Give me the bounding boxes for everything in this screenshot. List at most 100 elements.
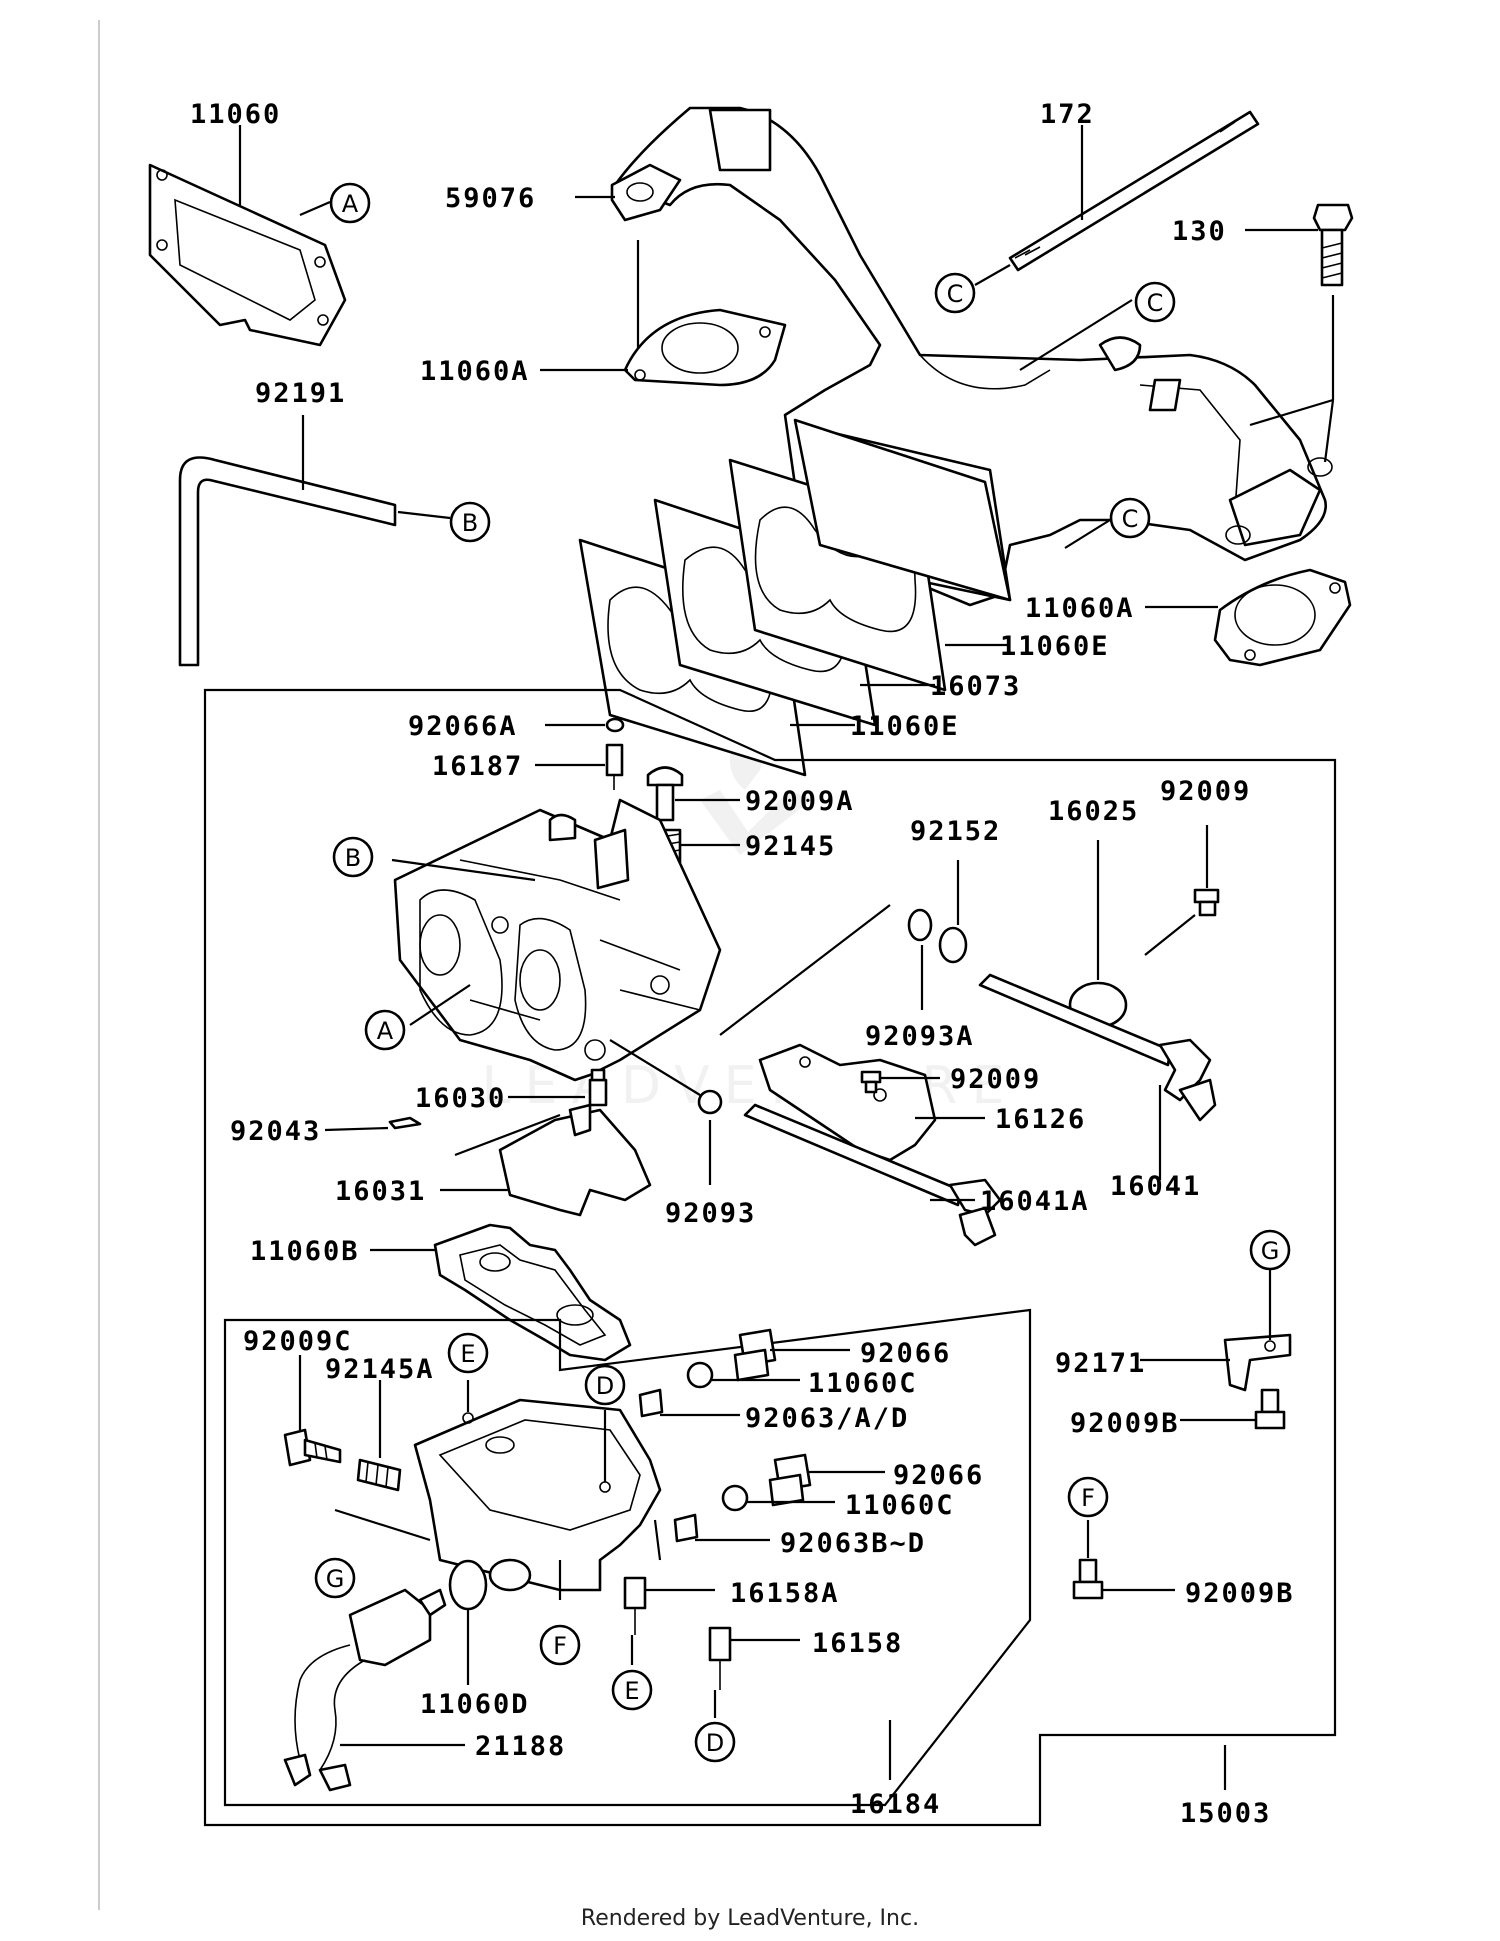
part-label: 11060E	[1000, 631, 1110, 662]
ref-circle-D-jet: D	[694, 1721, 736, 1763]
stud-172	[1008, 110, 1260, 272]
part-label: 21188	[475, 1731, 566, 1762]
part-label: 92145	[745, 831, 836, 862]
part-label: 11060E	[850, 711, 960, 742]
jet-16158	[708, 1626, 732, 1690]
svg-text:E: E	[460, 1340, 475, 1368]
leader-ref-C-3	[1064, 519, 1111, 549]
plug-92066-lower	[768, 1453, 812, 1507]
gasket-11060	[148, 163, 347, 347]
part-label: 172	[1040, 99, 1095, 130]
leader-ref-C-1	[974, 264, 1011, 286]
leader-92009-top-b	[1144, 914, 1196, 956]
part-label: 92066	[860, 1338, 951, 1369]
part-label: 92152	[910, 816, 1001, 847]
svg-text:E: E	[624, 1677, 639, 1705]
part-label: 92145A	[325, 1354, 435, 1385]
screw-92063-upper	[638, 1388, 664, 1418]
leader-92043	[324, 1126, 389, 1132]
part-label: 16041A	[980, 1186, 1090, 1217]
screw-92063-lower	[673, 1513, 699, 1543]
screw-92009B-upper	[1254, 1388, 1286, 1430]
screw-16187	[605, 743, 624, 790]
part-label: 92009	[950, 1064, 1041, 1095]
ref-circle-C-2: C	[1134, 281, 1176, 323]
part-label: 16126	[995, 1104, 1086, 1135]
plug-92066-upper	[733, 1328, 777, 1382]
leader-130-b	[1323, 399, 1335, 463]
ref-circle-A-top: A	[329, 182, 371, 224]
ref-circle-A-carb: A	[364, 1009, 406, 1051]
ref-circle-D-bowl: D	[584, 1364, 626, 1406]
ref-circle-E-bowl: E	[447, 1332, 489, 1374]
screw-92009-top	[1193, 888, 1220, 917]
part-label: 15003	[1180, 1798, 1271, 1829]
part-label: 92009B	[1070, 1408, 1180, 1439]
tube-92191	[178, 456, 397, 667]
part-label: 92171	[1055, 1348, 1146, 1379]
part-label: 16158	[812, 1628, 903, 1659]
gasket-11060A-upper	[623, 308, 787, 387]
float-bowl	[413, 1398, 662, 1592]
svg-text:C: C	[1122, 505, 1139, 533]
svg-text:C: C	[1147, 289, 1164, 317]
part-label: 16184	[850, 1789, 941, 1820]
part-label: 92066	[893, 1460, 984, 1491]
jet-16158A	[623, 1576, 647, 1635]
part-label: 16030	[415, 1083, 506, 1114]
leader-130-a	[1249, 398, 1334, 427]
part-label: 130	[1172, 216, 1227, 247]
screw-92009C	[283, 1428, 342, 1467]
oring-11060D	[448, 1559, 488, 1611]
shaft-16041A	[743, 1103, 1002, 1247]
footer-credit: Rendered by LeadVenture, Inc.	[580, 1906, 920, 1931]
part-label: 11060B	[250, 1236, 360, 1267]
part-label: 59076	[445, 183, 536, 214]
part-label: 16187	[432, 751, 523, 782]
ref-circle-F-bowl: F	[539, 1624, 581, 1666]
screw-92009A	[646, 766, 684, 822]
part-label: 11060D	[420, 1689, 530, 1720]
bracket-92171	[1223, 1333, 1292, 1392]
svg-text:F: F	[1081, 1484, 1095, 1512]
lever-plate-16126	[758, 1043, 937, 1162]
part-label: 92043	[230, 1116, 321, 1147]
gasket-11060A-lower	[1213, 568, 1352, 667]
leader-92043-b	[454, 1113, 561, 1157]
screw-92009-mid	[860, 1070, 882, 1094]
pin-92043	[388, 1116, 422, 1130]
svg-text:A: A	[342, 190, 359, 218]
part-label: 92009B	[1185, 1578, 1295, 1609]
leader-ref-C-2	[1019, 299, 1133, 371]
part-label: 92191	[255, 378, 346, 409]
solenoid-21188	[283, 1588, 447, 1792]
svg-text:B: B	[345, 844, 361, 872]
seal-11060C-upper	[686, 1361, 714, 1389]
oring-92066A	[605, 717, 625, 733]
part-label: 92093	[665, 1198, 756, 1229]
seal-11060C-lower	[721, 1484, 749, 1512]
shaft-16041	[978, 973, 1217, 1122]
svg-text:F: F	[553, 1632, 567, 1660]
leader-ref-B-top	[397, 510, 451, 520]
washer-92093	[697, 1089, 723, 1115]
part-label: 11060A	[420, 356, 530, 387]
leader-92093-link	[609, 1039, 701, 1096]
svg-text:G: G	[326, 1565, 345, 1593]
part-label: 92066A	[408, 711, 518, 742]
ref-circle-B-top: B	[449, 501, 491, 543]
seal-92152	[938, 926, 968, 964]
svg-text:B: B	[462, 509, 478, 537]
ref-circle-G-bowl: G	[314, 1557, 356, 1599]
leader-ref-A-top	[299, 200, 331, 217]
ref-circle-C-3: C	[1109, 497, 1151, 539]
ref-circle-B-carb: B	[332, 836, 374, 878]
svg-text:D: D	[706, 1729, 724, 1757]
part-label: 92063B~D	[780, 1528, 926, 1559]
part-label: 16041	[1110, 1171, 1201, 1202]
part-label: 11060	[190, 99, 281, 130]
leader-shaft-link	[719, 904, 891, 1036]
part-label: 92009C	[243, 1326, 353, 1357]
ref-circle-F-right: F	[1067, 1476, 1109, 1518]
